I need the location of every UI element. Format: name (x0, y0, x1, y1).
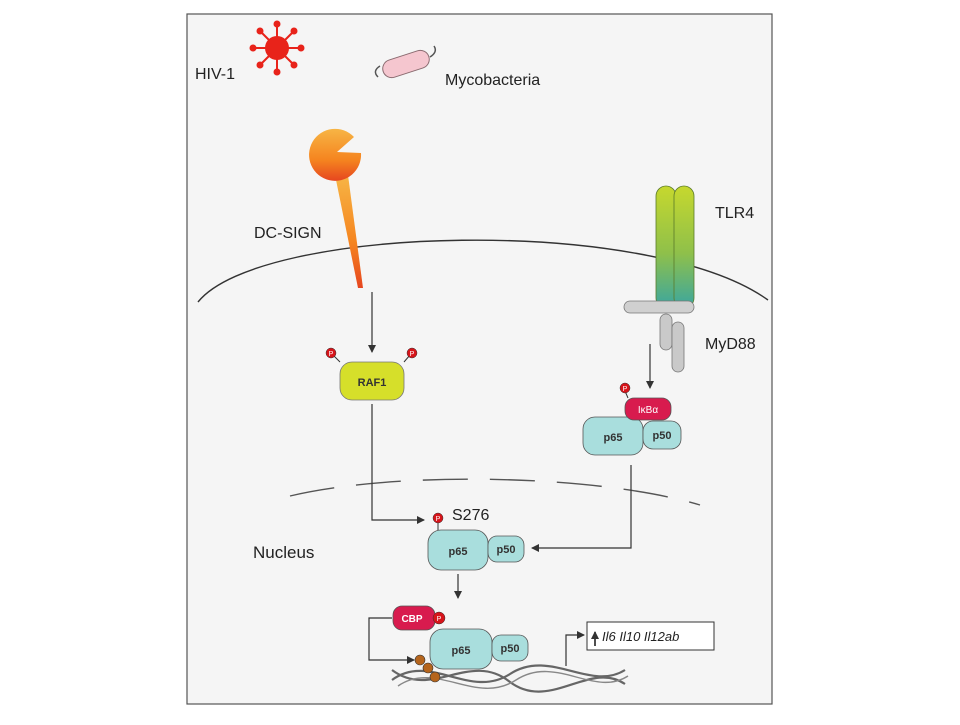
gene-box (586, 621, 715, 651)
svg-text:p50: p50 (497, 544, 516, 556)
p50-protein (491, 634, 529, 662)
svg-text:P: P (410, 351, 415, 358)
raf1-label: RAF1 (358, 377, 387, 389)
svg-text:p50: p50 (501, 643, 520, 655)
phospho-marker (325, 347, 337, 359)
p50-protein (642, 420, 682, 450)
nfkb-cytoplasm-complex: p65 p50 IκBα P (582, 382, 682, 456)
phospho-marker (619, 382, 631, 394)
mycobacteria-icon (374, 45, 437, 79)
svg-text:P: P (437, 616, 442, 623)
hiv-label: HIV-1 (195, 66, 235, 83)
arrow-raf1-p65 (371, 404, 425, 524)
svg-text:P: P (623, 386, 628, 393)
nuclear-membrane (289, 478, 701, 506)
svg-text:CBP: CBP (401, 614, 422, 625)
hiv-virus-icon (249, 20, 305, 76)
svg-text:IκBα: IκBα (638, 405, 658, 416)
phospho-marker (432, 512, 444, 524)
phospho-marker (432, 611, 446, 625)
svg-text:P: P (329, 351, 334, 358)
dc-sign-label: DC-SIGN (254, 225, 322, 242)
raf1-protein (339, 361, 405, 401)
raf1-complex: RAF1 P P (325, 347, 418, 401)
histone-marker (429, 671, 441, 683)
tlr4-label: TLR4 (715, 205, 754, 222)
cbp-loop-arrow (368, 617, 415, 664)
transcription-arrow (565, 631, 585, 666)
myd88-adaptor (623, 300, 695, 373)
nucleus-label: Nucleus (253, 543, 314, 562)
phospho-marker (406, 347, 418, 359)
mycobacteria-label: Mycobacteria (445, 72, 540, 89)
dc-sign-receptor (309, 128, 363, 288)
nfkb-dna-complex: p65 p50 CBP P (392, 605, 529, 683)
svg-text:p50: p50 (653, 430, 672, 442)
myd88-label: MyD88 (705, 336, 756, 353)
svg-text:p65: p65 (449, 546, 468, 558)
ikba-protein (624, 397, 672, 421)
cell-membrane (197, 239, 769, 303)
s276-label: S276 (452, 507, 489, 524)
gene-list-label: Il6 Il10 Il12ab (602, 629, 679, 644)
tlr4-receptor (655, 185, 695, 309)
svg-text:P: P (436, 516, 441, 523)
arrow-nfkb-nucleus (531, 465, 632, 552)
nfkb-nuclear-complex: P p65 p50 (427, 512, 525, 571)
histone-marker (422, 662, 434, 674)
p50-protein (487, 535, 525, 563)
histone-marker (414, 654, 426, 666)
svg-text:p65: p65 (452, 645, 471, 657)
svg-text:p65: p65 (604, 432, 623, 444)
